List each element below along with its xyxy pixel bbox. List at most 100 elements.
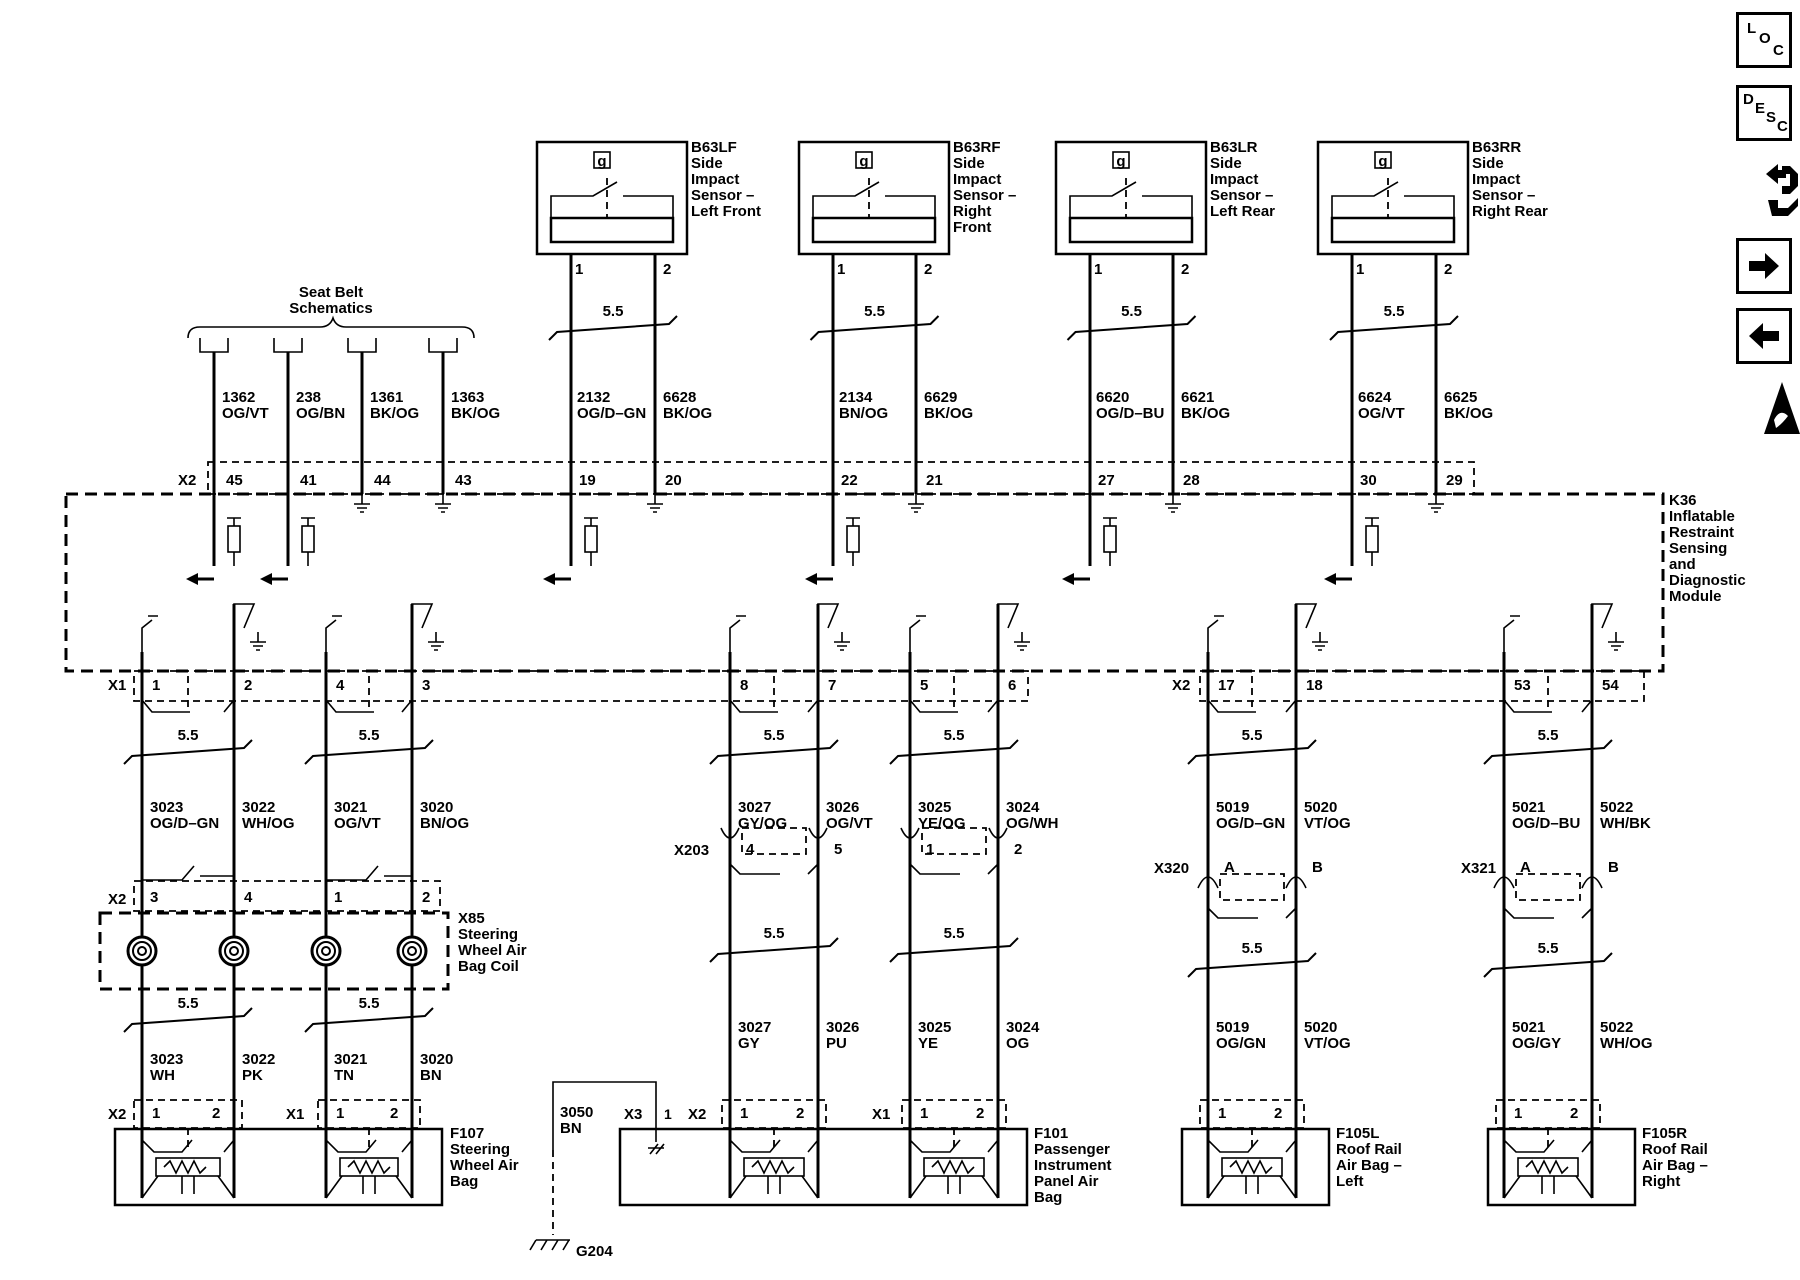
sensor-desc-2: Impact [1210,171,1258,188]
svg-text:F105L: F105L [1336,1125,1379,1142]
sensor-badge-letter: g [1116,153,1125,170]
k36-cavity: 17 [1218,677,1235,694]
f107-airbag: X2 X1 F107 Steering Wheel Air Bag [108,1106,519,1207]
wire-color: BK/OG [924,405,973,422]
desc-letter-s: S [1766,109,1777,126]
sensor-g-badge [593,151,611,169]
desc-letter-c: C [1777,118,1788,135]
desc-button[interactable]: D E S C [1736,85,1792,141]
sensor-pin-b: 2 [1181,261,1189,278]
sensor-pin-a: 1 [1094,261,1102,278]
svg-text:Diagnostic: Diagnostic [1669,572,1746,589]
sensor-element [1330,216,1456,244]
sensor-desc-1: Side [953,155,985,172]
ground-g204: 1 G204 3050 BN [529,1081,672,1260]
sensor-element [1068,216,1194,244]
twisted-pair-length: 5.5 [1538,940,1559,957]
f101-airbag: X3 X2 X1 F101 Passenger Instrument Panel… [618,1106,1112,1207]
sensor-desc-4: Right Rear [1472,203,1548,220]
wire-color: OG/VT [1358,405,1405,422]
svg-text:Bag Coil: Bag Coil [458,958,519,975]
shorting-bar [1207,699,1297,713]
svg-text:Roof Rail: Roof Rail [1336,1141,1402,1158]
ground-symbol [1312,632,1328,651]
f107-x2-label: X2 [108,1106,126,1123]
wire-circuit: 5021 [1512,799,1545,816]
wire-color: OG/D–BU [1512,815,1580,832]
ground-symbol [428,632,444,651]
esd-warning-icon[interactable] [1764,380,1800,436]
inline-pin: A [1224,859,1235,876]
wire-color: WH/BK [1600,815,1651,832]
wire-color: OG/D–BU [1096,405,1164,422]
wire-color: PK [242,1067,263,1084]
sensor-pin-a: 1 [837,261,845,278]
sensor-desc-3: Sensor – [1210,187,1273,204]
device-pin: 2 [796,1105,804,1122]
wire-color: YE/OG [918,815,966,832]
loop-5: 5.55019OG/D–GN5020VT/OG5.55019OG/GN5020V… [1187,604,1351,1199]
k36-cavity: 6 [1008,677,1016,694]
wire-color: BK/OG [370,405,419,422]
svg-text:Steering: Steering [458,926,518,943]
inline-terminal [1197,876,1219,889]
device-pin: 1 [1218,1105,1226,1122]
inline-terminal [988,827,1008,839]
device-pin: 1 [152,1105,160,1122]
wire-color: GY/OG [738,815,787,832]
sensor-id: B63RR [1472,139,1521,156]
wire-circuit: 5021 [1512,1019,1545,1036]
clockspring-coil [396,935,428,967]
squib-igniter [1503,1128,1593,1199]
svg-text:Instrument: Instrument [1034,1157,1112,1174]
wire-circuit: 3027 [738,799,771,816]
twisted-pair-length: 5.5 [764,925,785,942]
wire-circuit: 3023 [150,799,183,816]
coil-pin: 2 [422,889,430,906]
inline-terminal [1581,876,1603,889]
wire-color: OG/GN [1216,1035,1266,1052]
sensor-badge-letter: g [597,153,606,170]
k36-cavity: 45 [226,472,243,489]
wire-color: OG [1006,1035,1029,1052]
wire-color: BN/OG [420,815,469,832]
x85-label: X85 Steering Wheel Air Bag Coil [458,910,527,975]
k36-module: X2 K36 Inflatable Restraint Sensing and … [64,461,1746,713]
high-side-switch [1503,615,1520,652]
g204-label: G204 [576,1243,613,1260]
input-arrow [1324,573,1336,585]
k36-cavity: 30 [1360,472,1377,489]
wire-circuit: 6629 [924,389,957,406]
wire-color: VT/OG [1304,1035,1351,1052]
ground-symbol [647,494,663,513]
x85-coil: X2 X85 Steering Wheel Air Bag Coil [98,880,527,991]
k36-cavity: 43 [455,472,472,489]
coil-pin: 1 [334,889,342,906]
ground-symbol [250,632,266,651]
wire-color: BN [420,1067,442,1084]
loc-button[interactable]: L O C [1736,12,1792,68]
f101-x3-pin: 1 [664,1106,672,1122]
wire-circuit: 5022 [1600,799,1633,816]
squib-igniter [909,1128,999,1199]
svg-text:Left: Left [1336,1173,1364,1190]
f101-x2-label: X2 [688,1106,706,1123]
twisted-pair-length: 5.5 [864,303,885,320]
low-side-switch [997,603,1020,652]
next-arrow-button[interactable] [1736,238,1792,294]
wire-circuit: 5022 [1600,1019,1633,1036]
wire-color: BK/OG [1181,405,1230,422]
svg-text:X203: X203 [674,842,709,859]
clockspring-coil [218,935,250,967]
inline-terminal [1493,876,1515,889]
previous-arrow-button[interactable] [1736,308,1792,364]
k36-x1-label: X1 [108,677,126,694]
k36-cavity: 4 [336,677,345,694]
x85-x2-label: X2 [108,891,126,908]
current-source [846,525,860,553]
connector-icon[interactable] [1764,156,1798,220]
svg-text:F101: F101 [1034,1125,1068,1142]
